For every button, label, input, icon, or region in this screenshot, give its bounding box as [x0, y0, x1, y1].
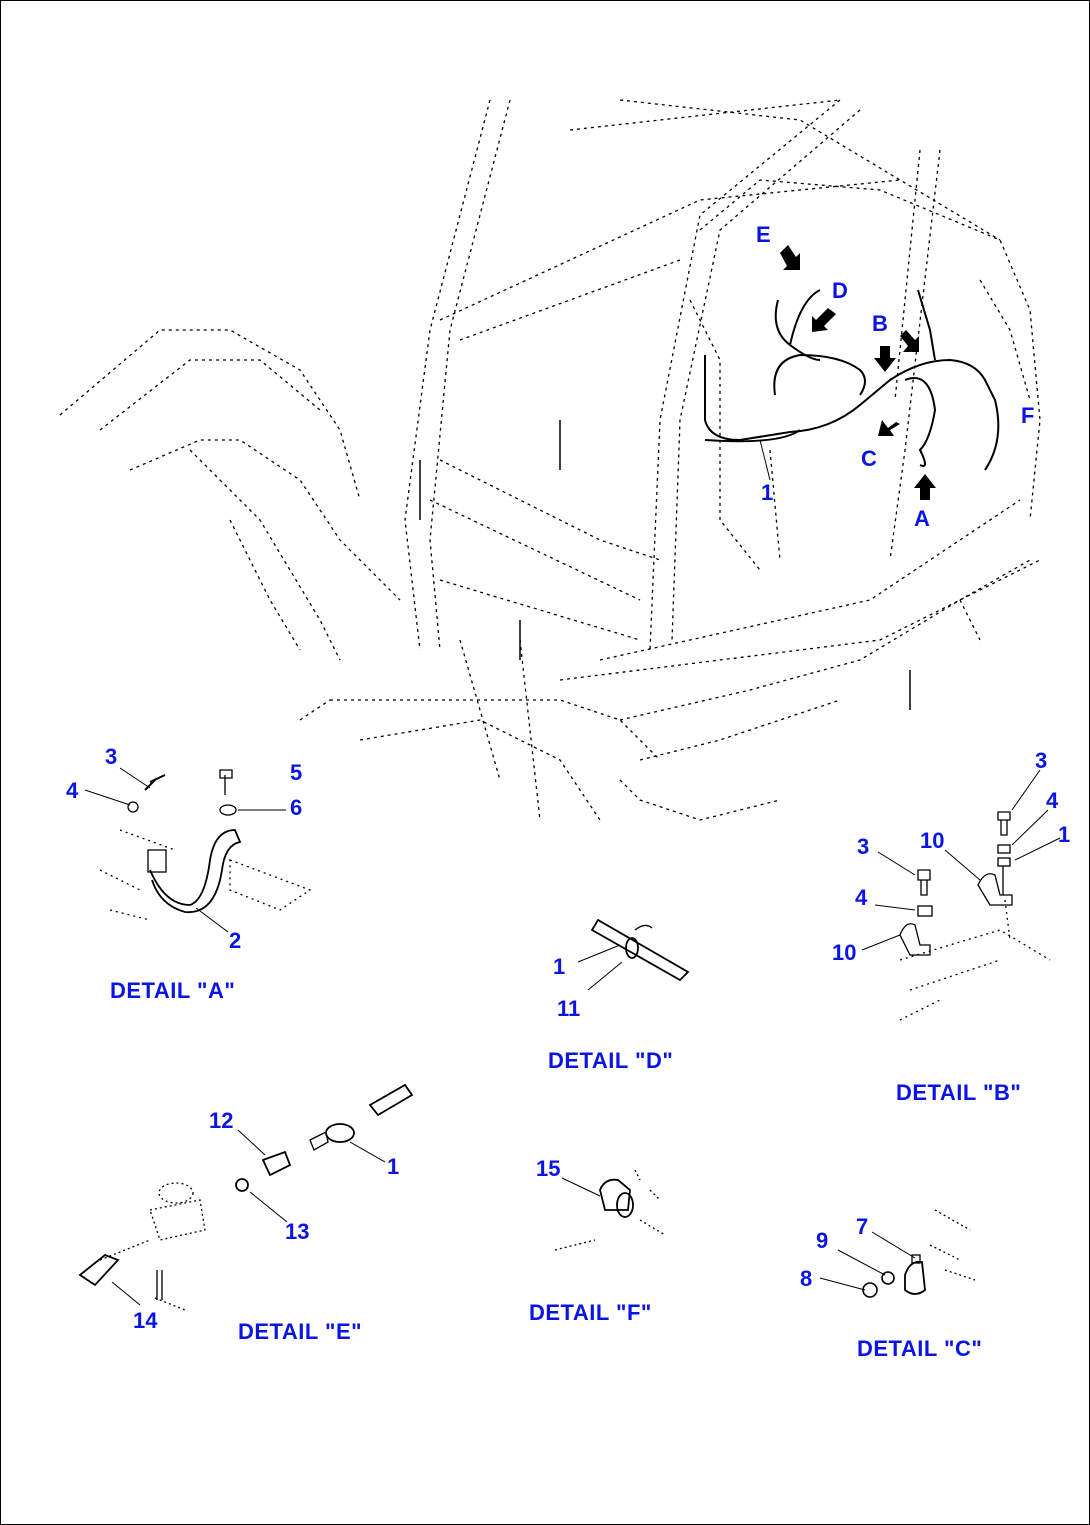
- detail-b-drawing: [861, 769, 1061, 1021]
- callout-detail-b-10-lower: 10: [832, 940, 857, 965]
- callout-detail-b-3-lower: 3: [857, 834, 870, 859]
- detail-b-title: DETAIL "B": [896, 1080, 1022, 1105]
- callout-part-1-main: 1: [761, 480, 774, 505]
- machine-solid-lines: [419, 420, 911, 710]
- callout-view-d: D: [832, 278, 848, 303]
- callout-detail-a-6: 6: [290, 795, 303, 820]
- callout-detail-b-4-upper: 4: [1046, 788, 1059, 813]
- detail-c-drawing: [819, 1209, 976, 1298]
- callout-detail-e-12: 12: [209, 1108, 234, 1133]
- callout-detail-c-8: 8: [800, 1266, 813, 1291]
- callout-detail-b-1: 1: [1058, 822, 1071, 847]
- detail-f-drawing: [554, 1169, 666, 1251]
- callout-detail-a-2: 2: [229, 928, 242, 953]
- arrow-view-a: [914, 474, 936, 500]
- arrow-view-c: [878, 420, 900, 436]
- callout-view-a: A: [914, 506, 930, 531]
- callout-view-b: B: [872, 311, 888, 336]
- callout-view-f: F: [1021, 403, 1035, 428]
- callout-detail-c-9: 9: [816, 1228, 829, 1253]
- callout-detail-b-3-upper: 3: [1035, 748, 1048, 773]
- detail-d-title: DETAIL "D": [548, 1048, 674, 1073]
- detail-a-drawing: [84, 767, 312, 933]
- callout-detail-e-13: 13: [285, 1219, 310, 1244]
- callout-detail-a-4: 4: [66, 778, 79, 803]
- machine-outline: [59, 99, 1041, 821]
- callout-detail-a-5: 5: [290, 760, 303, 785]
- arrow-view-b-diag: [900, 330, 919, 352]
- arrow-view-d: [812, 308, 836, 332]
- callout-detail-b-4-lower: 4: [855, 885, 868, 910]
- detail-f-title: DETAIL "F": [529, 1300, 652, 1325]
- callout-detail-a-3: 3: [105, 744, 118, 769]
- callout-detail-c-7: 7: [856, 1214, 869, 1239]
- detail-c-title: DETAIL "C": [857, 1336, 983, 1361]
- callout-detail-d-1: 1: [553, 954, 566, 979]
- wiring-harness: [704, 289, 1000, 471]
- detail-d-drawing: [577, 918, 690, 991]
- callout-detail-e-14: 14: [133, 1308, 158, 1333]
- detail-a-title: DETAIL "A": [110, 978, 236, 1003]
- arrow-view-b-down: [874, 346, 896, 372]
- view-arrows: [780, 245, 936, 500]
- detail-e-title: DETAIL "E": [238, 1319, 363, 1344]
- callout-detail-d-11: 11: [557, 996, 581, 1021]
- detail-e-drawing: [78, 1083, 414, 1311]
- callout-detail-e-1: 1: [387, 1154, 400, 1179]
- callout-detail-b-10-upper: 10: [920, 828, 945, 853]
- arrow-view-e: [780, 245, 800, 270]
- callout-view-e: E: [756, 222, 771, 247]
- callout-detail-f-15: 15: [536, 1156, 561, 1181]
- leader-main-1: [759, 439, 771, 481]
- callout-view-c: C: [861, 446, 877, 471]
